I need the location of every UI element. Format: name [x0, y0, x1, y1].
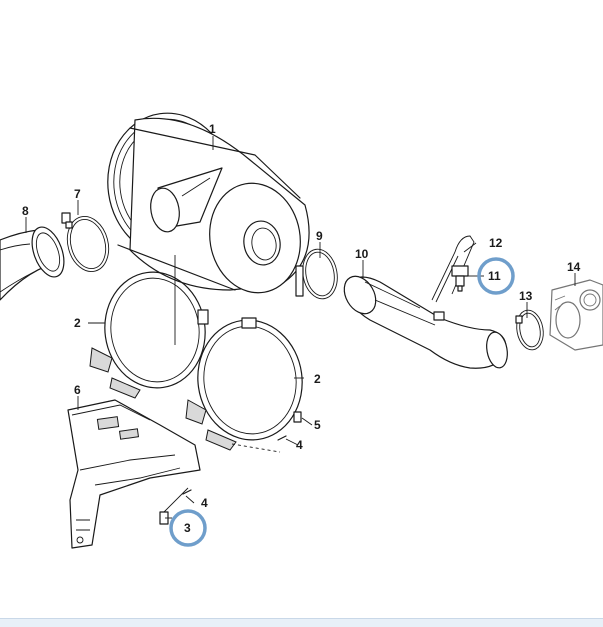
callout-1: 1: [209, 122, 216, 136]
part-2-mounting-band-lower: [185, 317, 303, 451]
part-6-mounting-bracket: [67, 399, 201, 549]
callout-4-lower: 4: [201, 496, 208, 510]
leader-lines: [25, 136, 576, 519]
part-12-sensor-pipe: [431, 235, 475, 303]
part-1-air-filter-housing: [107, 112, 310, 294]
callout-3: 3: [184, 521, 191, 535]
callout-9: 9: [316, 229, 323, 243]
part-4-washer-lower: [182, 489, 192, 495]
callout-7: 7: [74, 187, 81, 201]
callout-4-upper: 4: [296, 438, 303, 452]
part-11-sensor: [451, 265, 469, 292]
callout-13: 13: [519, 289, 533, 303]
callout-12: 12: [489, 236, 503, 250]
callout-11: 11: [488, 269, 501, 283]
part-4-washer-upper: [231, 435, 287, 453]
part-10-connecting-hose: [343, 275, 508, 369]
part-8-intake-hose: [0, 226, 65, 301]
part-14-turbocharger: [549, 279, 603, 351]
callout-2-lower: 2: [314, 372, 321, 386]
part-9-clamp: [295, 248, 338, 300]
part-13-clamp: [515, 309, 544, 351]
highlight-ring-3: [169, 509, 207, 547]
bottom-divider-band: [0, 618, 603, 627]
callout-8: 8: [22, 204, 29, 218]
part-7-hose-clamp: [61, 212, 110, 272]
callout-2-upper: 2: [74, 316, 81, 330]
callout-5: 5: [314, 418, 321, 432]
part-2-mounting-band-upper: [89, 271, 209, 399]
part-5-bolt: [293, 411, 302, 423]
callout-14: 14: [567, 260, 581, 274]
callout-6: 6: [74, 383, 81, 397]
highlight-ring-11: [477, 257, 515, 295]
callout-10: 10: [355, 247, 369, 261]
